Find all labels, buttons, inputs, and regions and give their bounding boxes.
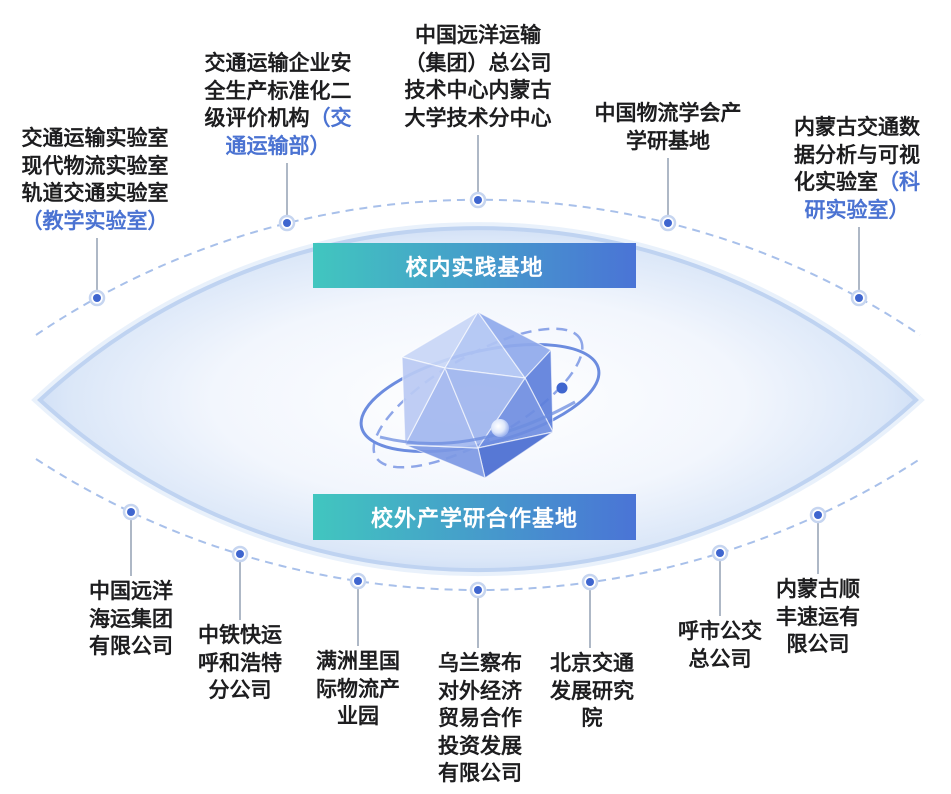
node-dot-top-3 xyxy=(469,191,487,209)
label-bottom-1: 中国远洋 海运集团 有限公司 xyxy=(46,578,216,661)
label-text: 全生产标准化二 xyxy=(204,79,352,103)
crystal-face xyxy=(444,367,526,449)
label-line: （教学实验室） xyxy=(10,208,180,236)
label-highlight: （教学实验室） xyxy=(21,209,169,233)
label-line: 呼和浩特 xyxy=(198,651,282,675)
label-line: 化实验室（科 xyxy=(772,169,942,197)
label-line: 投资发展 xyxy=(438,734,522,758)
label-line: 通运输部） xyxy=(193,133,363,161)
label-line: 学研基地 xyxy=(583,128,753,156)
node-dot-top-4 xyxy=(659,214,677,232)
label-bottom-7: 内蒙古顺 丰速运有 限公司 xyxy=(733,576,903,659)
label-line: 贸易合作 xyxy=(438,707,522,730)
label-highlight: 研实验室） xyxy=(804,198,910,222)
label-text: 现代物流实验室 xyxy=(21,154,169,178)
crystal-face xyxy=(401,356,446,446)
label-line: 中国物流学会产 xyxy=(583,100,753,128)
label-top-5: 内蒙古交通数 据分析与可视 化实验室（科 研实验室） xyxy=(772,114,942,224)
label-text: 中国远洋运输 xyxy=(415,24,541,47)
label-text: 中国物流学会产 xyxy=(594,102,742,125)
node-dot-bottom-7 xyxy=(809,506,827,524)
label-line: 研实验室） xyxy=(772,197,942,225)
node-dot-bottom-3 xyxy=(349,572,367,590)
label-bottom-4: 乌兰察布 对外经济 贸易合作 投资发展 有限公司 xyxy=(395,650,565,788)
label-line: 院 xyxy=(581,707,603,730)
label-text: 内蒙古交通数 xyxy=(794,116,920,139)
label-text: 级评价机构 xyxy=(204,107,310,130)
label-highlight: 通运输部） xyxy=(225,134,331,158)
node-dot-top-1 xyxy=(88,289,106,307)
node-dot-bottom-1 xyxy=(122,503,140,521)
node-dot-bottom-6 xyxy=(711,544,729,562)
label-line: 分公司 xyxy=(208,679,272,702)
label-line: 呼市公交 xyxy=(678,620,762,643)
label-line: 限公司 xyxy=(786,633,850,656)
label-line: 内蒙古交通数 xyxy=(772,114,942,142)
orbit-glow-sphere xyxy=(491,419,509,437)
label-line: 有限公司 xyxy=(438,762,522,785)
label-line: 对外经济 xyxy=(438,679,522,703)
label-highlight: （交 xyxy=(309,107,352,130)
label-bottom-6: 呼市公交 总公司 xyxy=(635,618,805,673)
node-dot-bottom-5 xyxy=(581,573,599,591)
label-line: 交通运输企业安 xyxy=(193,50,363,78)
label-line: （集团）总公司 xyxy=(393,50,563,78)
label-line: 满洲里国 xyxy=(316,650,400,673)
label-text: 化实验室 xyxy=(794,171,878,194)
label-line: 中国远洋 xyxy=(89,580,173,603)
label-bottom-3: 满洲里国 际物流产 业园 xyxy=(273,648,443,731)
label-text: 据分析与可视 xyxy=(794,143,920,167)
orbit-ring-solid-front xyxy=(379,400,576,446)
node-dot-top-5 xyxy=(850,289,868,307)
label-top-3: 中国远洋运输 （集团）总公司 技术中心内蒙古 大学技术分中心 xyxy=(393,22,563,132)
banner-outer-base: 校外产学研合作基地 xyxy=(313,494,636,540)
label-line: 业园 xyxy=(337,705,379,728)
label-line: 现代物流实验室 xyxy=(10,153,180,181)
label-line: 中铁快运 xyxy=(198,624,282,647)
label-line: 大学技术分中心 xyxy=(393,105,563,133)
label-line: 北京交通 xyxy=(550,652,634,675)
label-line: 有限公司 xyxy=(89,635,173,658)
label-line: 总公司 xyxy=(688,647,752,671)
label-line: 发展研究 xyxy=(550,679,634,703)
label-text: 技术中心内蒙古 xyxy=(404,79,552,102)
label-bottom-2: 中铁快运 呼和浩特 分公司 xyxy=(155,622,325,705)
label-line: 交通运输实验室 xyxy=(10,125,180,153)
label-line: 乌兰察布 xyxy=(438,652,522,675)
label-bottom-5: 北京交通 发展研究 院 xyxy=(507,650,677,733)
label-top-4: 中国物流学会产 学研基地 xyxy=(583,100,753,155)
orbit-satellite-dot xyxy=(556,382,568,394)
label-line: 内蒙古顺 xyxy=(776,578,860,601)
label-text: （集团）总公司 xyxy=(404,51,552,75)
label-line: 技术中心内蒙古 xyxy=(393,77,563,105)
label-text: 交通运输企业安 xyxy=(204,52,352,75)
label-line: 据分析与可视 xyxy=(772,142,942,170)
label-line: 中国远洋运输 xyxy=(393,22,563,50)
label-line: 海运集团 xyxy=(89,607,173,631)
label-line: 全生产标准化二 xyxy=(193,78,363,106)
label-line: 级评价机构（交 xyxy=(193,105,363,133)
label-text: 大学技术分中心 xyxy=(404,106,552,130)
label-line: 丰速运有 xyxy=(776,605,860,629)
label-line: 轨道交通实验室 xyxy=(10,180,180,208)
node-dot-bottom-2 xyxy=(231,545,249,563)
banner-inner-base: 校内实践基地 xyxy=(313,243,636,288)
banner-outer-base-title: 校外产学研合作基地 xyxy=(370,506,578,531)
label-text: 轨道交通实验室 xyxy=(21,182,169,205)
label-line: 际物流产 xyxy=(316,677,400,701)
node-dot-top-2 xyxy=(278,214,296,232)
label-text: 交通运输实验室 xyxy=(21,127,169,150)
label-top-1: 交通运输实验室 现代物流实验室 轨道交通实验室 （教学实验室） xyxy=(10,125,180,235)
node-dot-bottom-4 xyxy=(469,581,487,599)
label-top-2: 交通运输企业安 全生产标准化二 级评价机构（交 通运输部） xyxy=(193,50,363,160)
label-highlight: （科 xyxy=(878,171,920,194)
label-text: 学研基地 xyxy=(626,129,710,153)
banner-inner-base-title: 校内实践基地 xyxy=(405,254,544,280)
